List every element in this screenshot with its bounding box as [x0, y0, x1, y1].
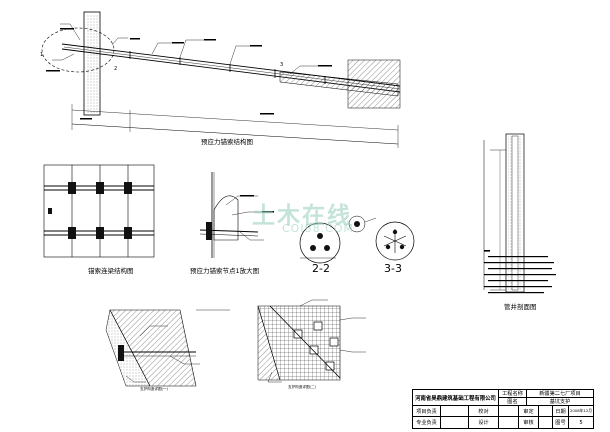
notes-block	[484, 250, 556, 294]
audit-label: 审核	[519, 417, 539, 428]
project-label: 工程名称	[499, 390, 527, 398]
watermark-main: 土木在线	[252, 203, 352, 229]
design-label: 设计	[469, 417, 499, 428]
section-2-2-diagram	[299, 222, 341, 264]
retaining-detail-2-diagram	[257, 299, 366, 383]
anchor-node-diagram	[199, 172, 274, 258]
review-value	[539, 406, 553, 417]
caption-retaining-2: 支护构造详图(二)	[288, 385, 316, 389]
date-label: 日期	[553, 406, 569, 417]
title-block: 河南省昊鼎建筑基础工程有限公司 工程名称 新疆第二七厂项目 图名 基坑支护 项目…	[412, 389, 594, 429]
section-3-3-diagram	[375, 221, 415, 261]
drawing-name-value: 基坑支护	[527, 398, 593, 406]
date-value: 2008年12月	[569, 406, 593, 417]
discipline-lead-label: 专业负责	[413, 417, 441, 428]
check-label: 校对	[469, 406, 499, 417]
discipline-lead-value	[441, 417, 469, 428]
company-name: 河南省昊鼎建筑基础工程有限公司	[413, 390, 499, 406]
drawing-name-label: 图名	[499, 398, 527, 406]
detail-callout-diagram	[348, 215, 377, 233]
caption-retaining-1: 支护构造详图(一)	[140, 387, 168, 391]
watermark-sub: COI88.COM	[282, 222, 354, 235]
project-lead-value	[441, 406, 469, 417]
anchor-joint-diagram	[43, 164, 155, 258]
caption-pipe-section: 管井剖面图	[504, 303, 537, 311]
callout-2: 2	[114, 66, 118, 72]
project-value: 新疆第二七厂项目	[527, 390, 593, 398]
caption-anchor-joint: 锚索连梁结构图	[88, 267, 134, 275]
anchor-structure-diagram	[41, 11, 401, 148]
caption-section-2-2: 2-2	[312, 262, 330, 275]
retaining-detail-1-diagram	[105, 309, 230, 387]
pipe-well-diagram	[483, 133, 525, 293]
audit-value	[539, 417, 553, 428]
check-value	[499, 406, 519, 417]
project-lead-label: 项目负责	[413, 406, 441, 417]
caption-anchor-node: 预应力锚索节点1放大图	[190, 267, 260, 275]
callout-3: 3	[280, 62, 284, 68]
sheet-label: 图号	[553, 417, 569, 428]
design-value	[499, 417, 519, 428]
callout-1: 1	[40, 52, 44, 58]
sheet-value: 5	[579, 419, 583, 426]
caption-section-3-3: 3-3	[384, 262, 402, 275]
caption-anchor-structure: 预应力锚索结构图	[201, 138, 253, 146]
review-label: 审定	[519, 406, 539, 417]
